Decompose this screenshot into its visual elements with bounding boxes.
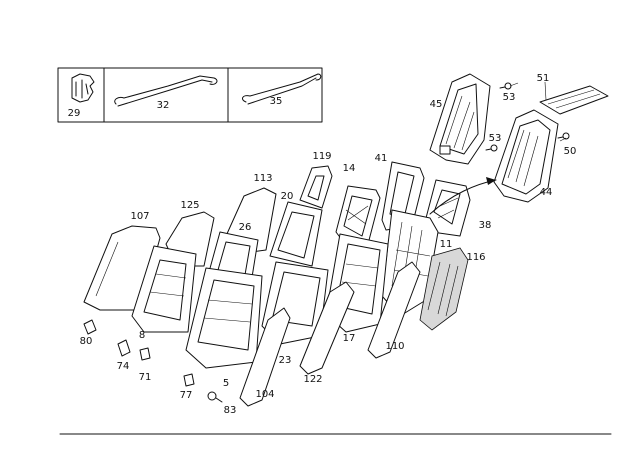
label-26: 26 xyxy=(239,222,252,233)
label-83: 83 xyxy=(224,405,237,416)
seat-part-5 xyxy=(185,267,263,369)
backrest-frame-14 xyxy=(335,185,381,245)
leader-lines xyxy=(509,81,567,142)
label-110: 110 xyxy=(385,341,404,352)
arrow-to-frame xyxy=(429,177,497,215)
label-38: 38 xyxy=(479,220,492,231)
headrest-frame-119 xyxy=(299,165,333,209)
clip-74 xyxy=(117,339,131,357)
clip-77 xyxy=(183,373,195,387)
label-53-bottom: 53 xyxy=(489,133,502,144)
trim-strip-122 xyxy=(299,281,355,375)
label-45: 45 xyxy=(430,99,443,110)
seat-back-8 xyxy=(131,245,197,333)
label-29: 29 xyxy=(68,108,81,119)
label-53-top: 53 xyxy=(503,92,516,103)
label-14: 14 xyxy=(343,163,356,174)
label-17: 17 xyxy=(343,333,356,344)
label-116: 116 xyxy=(466,252,485,263)
callout-labels: 29 32 35 45 53 51 53 50 44 119 14 41 113… xyxy=(68,73,577,416)
trim-strip-104 xyxy=(239,307,291,407)
label-122: 122 xyxy=(303,374,322,385)
clip-71 xyxy=(139,347,151,361)
wire-part-32 xyxy=(114,75,218,107)
screw-50 xyxy=(557,132,570,140)
label-104: 104 xyxy=(255,389,274,400)
label-44: 44 xyxy=(540,187,553,198)
screw-53b xyxy=(485,144,498,152)
label-20: 20 xyxy=(281,191,294,202)
label-11: 11 xyxy=(440,239,453,250)
label-71: 71 xyxy=(139,372,152,383)
label-113: 113 xyxy=(253,173,272,184)
label-50: 50 xyxy=(564,146,577,157)
label-119: 119 xyxy=(312,151,331,162)
label-23: 23 xyxy=(279,355,292,366)
label-125: 125 xyxy=(180,200,199,211)
clip-80 xyxy=(83,319,97,335)
label-32: 32 xyxy=(157,100,170,111)
clip-part-29 xyxy=(71,73,95,103)
label-41: 41 xyxy=(375,153,388,164)
inset-panel xyxy=(57,67,323,123)
label-74: 74 xyxy=(117,361,130,372)
frame-part-44 xyxy=(493,109,559,203)
seat-back-20 xyxy=(269,201,323,267)
label-35: 35 xyxy=(270,96,283,107)
label-5: 5 xyxy=(223,378,229,389)
trim-strip-110 xyxy=(367,261,421,359)
label-80: 80 xyxy=(80,336,93,347)
frame-part-116 xyxy=(419,247,469,331)
label-77: 77 xyxy=(180,390,193,401)
label-107: 107 xyxy=(130,211,149,222)
screw-53a xyxy=(499,82,512,90)
bolt-83 xyxy=(207,391,223,403)
cover-part-45 xyxy=(429,73,491,165)
wire-part-35 xyxy=(242,73,322,105)
panel-part-51 xyxy=(539,85,609,115)
label-8: 8 xyxy=(139,330,145,341)
label-51: 51 xyxy=(537,73,550,84)
